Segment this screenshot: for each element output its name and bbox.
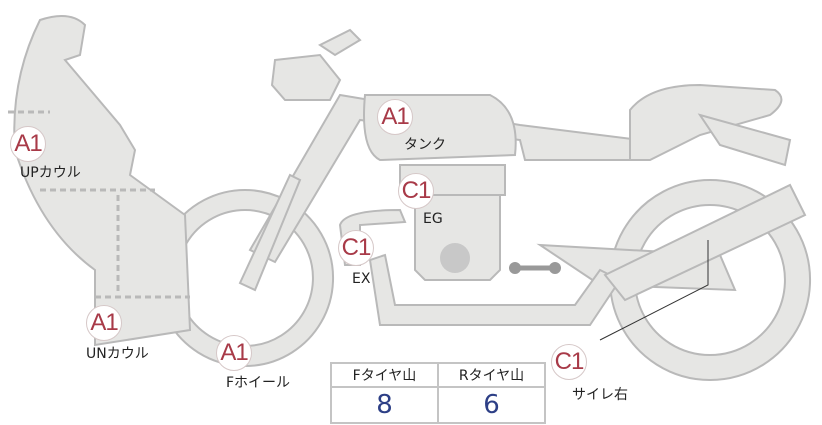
label-exhaust: EX xyxy=(352,271,371,287)
grade-badge-muffler-right[interactable]: C1 xyxy=(551,344,587,380)
grade-badge-tank[interactable]: A1 xyxy=(377,99,413,135)
grade-badge-exhaust[interactable]: C1 xyxy=(338,230,374,266)
muffler xyxy=(603,183,807,302)
label-tank: タンク xyxy=(404,137,446,153)
value-rear-tire: 6 xyxy=(437,386,546,424)
header-front-tire: Fタイヤ山 xyxy=(330,362,439,388)
label-un-cowl: UNカウル xyxy=(86,346,149,362)
front-fork xyxy=(238,173,302,292)
label-f-wheel: Fホイール xyxy=(226,375,291,391)
grade-badge-engine[interactable]: C1 xyxy=(398,173,434,209)
headlight xyxy=(270,53,342,101)
grade-badge-un-cowl[interactable]: A1 xyxy=(86,305,122,341)
handlebar xyxy=(318,28,362,57)
frame-lower xyxy=(368,253,622,326)
label-up-cowl: UPカウル xyxy=(20,165,81,181)
label-muffler-right: サイレ右 xyxy=(572,387,628,403)
label-engine: EG xyxy=(423,211,443,227)
value-front-tire: 8 xyxy=(330,386,439,424)
grade-badge-up-cowl[interactable]: A1 xyxy=(10,126,46,162)
rear-cowl xyxy=(697,113,792,167)
front-cowl xyxy=(13,15,192,347)
grade-badge-f-wheel[interactable]: A1 xyxy=(216,335,252,371)
header-rear-tire: Rタイヤ山 xyxy=(437,362,546,388)
